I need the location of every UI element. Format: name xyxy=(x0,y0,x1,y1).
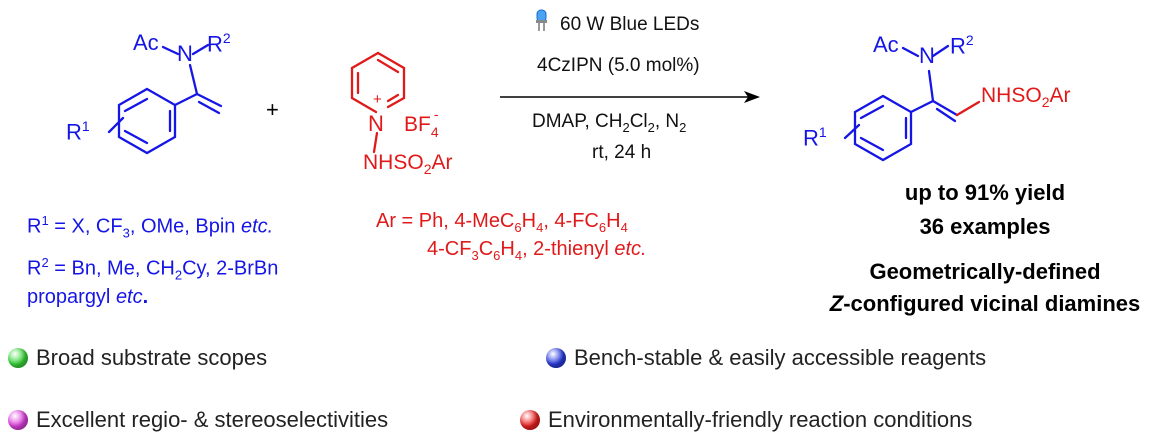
r1-definition: R1 = X, CF3, OMe, Bpin etc. xyxy=(27,213,274,241)
pyridinium-charge: + xyxy=(373,91,382,108)
reactant1-r2-label: R2 xyxy=(207,30,231,57)
reactant1-nitrogen-label: N xyxy=(177,41,193,66)
condition-light: 60 W Blue LEDs xyxy=(560,14,700,35)
blue-bullet-icon xyxy=(546,348,566,368)
product-structure xyxy=(843,44,981,162)
reactant2-structure xyxy=(350,51,406,154)
plus-sign: + xyxy=(266,97,279,122)
tetrafluoroborate-label: BF4- xyxy=(404,106,439,140)
feature-item-substrate-scope: Broad substrate scopes xyxy=(8,345,267,371)
product-nitrogen-label: N xyxy=(919,43,935,68)
ar-definition-line2: 4-CF3C6H4, 2-thienyl etc. xyxy=(427,238,647,263)
reactant1-r1-label: R1 xyxy=(66,118,90,145)
reactant2-sulfonamide-label: NHSO2Ar xyxy=(363,151,453,178)
ar-definition-line1: Ar = Ph, 4-MeC6H4, 4-FC6H4 xyxy=(376,210,628,235)
condition-reagents: DMAP, CH2Cl2, N2 xyxy=(532,111,687,135)
product-acetyl-label: Ac xyxy=(873,32,899,57)
yield-summary: up to 91% yield xyxy=(904,180,1066,205)
reactant1-ring-vinyl-bond xyxy=(173,92,199,107)
red-bullet-icon xyxy=(520,410,540,430)
condition-temperature-time: rt, 24 h xyxy=(592,142,652,163)
product-description-line1: Geometrically-defined xyxy=(869,259,1101,284)
r2-definition-line2: propargyl etc. xyxy=(27,286,149,308)
product-r1-label: R1 xyxy=(803,124,827,151)
product-description-line2: Z-configured vicinal diamines xyxy=(829,291,1141,316)
feature-item-reagents: Bench-stable & easily accessible reagent… xyxy=(546,345,986,371)
product-c-nh-bond xyxy=(955,100,981,117)
green-bullet-icon xyxy=(8,348,28,368)
pyridinium-n-n-bond xyxy=(372,131,379,154)
reactant1-vinyl-double-bond xyxy=(195,92,223,108)
feature-item-conditions: Environmentally-friendly reaction condit… xyxy=(520,407,972,433)
reaction-arrow xyxy=(500,91,760,103)
examples-count: 36 examples xyxy=(919,214,1051,239)
led-icon xyxy=(536,9,547,31)
pyridinium-ring xyxy=(350,96,378,114)
reactant1-c-n-bond xyxy=(188,63,199,96)
product-r2-label: R2 xyxy=(950,32,974,59)
condition-catalyst: 4CzIPN (5.0 mol%) xyxy=(537,55,700,76)
magenta-bullet-icon xyxy=(8,410,28,430)
product-sulfonamide-label: NHSO2Ar xyxy=(981,84,1071,111)
reactant1-structure xyxy=(107,43,223,155)
r2-definition: R2 = Bn, Me, CH2Cy, 2-BrBn xyxy=(27,255,279,283)
reactant1-acetyl-label: Ac xyxy=(133,30,159,55)
pyridinium-nitrogen-label: N xyxy=(368,111,384,136)
feature-item-selectivity: Excellent regio- & stereoselectivities xyxy=(8,407,388,433)
reactant1-r1-bond xyxy=(107,116,125,134)
